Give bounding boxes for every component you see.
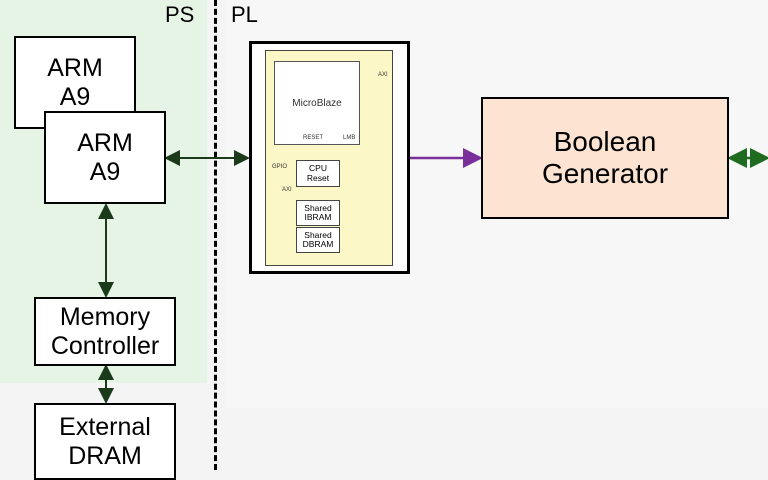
arm-a9-core-2: ARM A9: [44, 111, 166, 204]
boolean-generator: Boolean Generator: [481, 97, 729, 219]
axi-right-label: AXI: [378, 72, 388, 78]
lmb-port-label: LMB: [343, 135, 356, 141]
ps-label: PS: [165, 2, 195, 27]
microblaze-block: MicroBlaze: [274, 61, 360, 145]
microblaze-label: MicroBlaze: [292, 97, 342, 109]
boolean-generator-label: Boolean Generator: [541, 125, 669, 189]
shared-ibram-block: Shared IBRAM: [296, 200, 340, 226]
gpio-port-label: GPIO: [272, 164, 288, 170]
reset-port-label: RESET: [303, 135, 324, 141]
cpu-reset-block: CPU Reset: [296, 160, 340, 187]
arm-a9-core-2-label: ARM A9: [77, 128, 133, 186]
memory-controller: Memory Controller: [34, 297, 176, 366]
shared-dbram-block: Shared DBRAM: [296, 227, 340, 253]
arm-a9-core-1: ARM A9: [14, 36, 136, 129]
external-dram-label: External DRAM: [59, 412, 151, 470]
pl-label: PL: [231, 2, 258, 27]
shared-ibram-label: Shared IBRAM: [304, 202, 332, 222]
memory-controller-label: Memory Controller: [50, 302, 160, 360]
external-dram: External DRAM: [34, 403, 176, 480]
axi-left-label: AXI: [282, 187, 292, 193]
ps-pl-divider: [214, 0, 217, 470]
shared-dbram-label: Shared DBRAM: [302, 229, 334, 249]
cpu-reset-label: CPU Reset: [306, 163, 330, 183]
arm-a9-core-1-label: ARM A9: [47, 54, 103, 111]
